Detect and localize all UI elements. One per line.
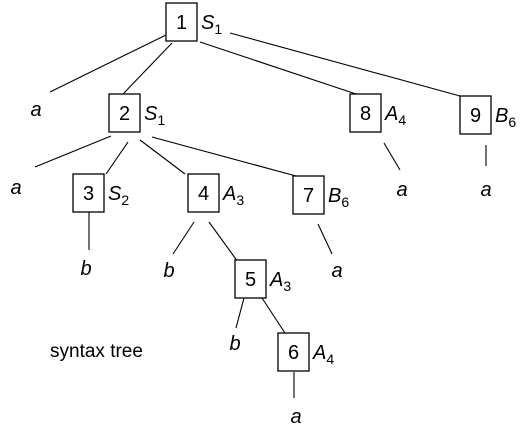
leaf-b-under-3: b	[80, 258, 91, 280]
tree-node-4: 4 A3	[187, 173, 244, 213]
node-box	[292, 175, 325, 215]
edge-2-4	[139, 139, 186, 175]
edge-5-leaf-b	[235, 297, 245, 329]
tree-node-3: 3 S2	[72, 173, 129, 213]
tree-node-6: 6 A4	[277, 332, 334, 372]
leaf-a-under-7: a	[331, 260, 342, 282]
node-box	[234, 259, 267, 299]
node-box	[277, 332, 310, 372]
edge-2-7	[151, 136, 297, 177]
tree-node-7: 7 B6	[292, 175, 349, 215]
edge-1-9	[229, 32, 461, 97]
edge-1-2	[122, 42, 173, 95]
leaf-a-under-1: a	[30, 99, 41, 121]
node-label: S1	[144, 103, 165, 128]
diagram-caption: syntax tree	[50, 341, 143, 362]
leaf-b-under-4: b	[163, 260, 174, 282]
leaf-a-under-8: a	[396, 179, 407, 201]
edge-8-leaf-a	[383, 142, 401, 171]
node-box	[349, 93, 382, 133]
node-number: 9	[470, 105, 481, 127]
leaf-a-under-9: a	[480, 179, 491, 201]
tree-node-5: 5 A3	[234, 259, 291, 299]
node-label: B6	[495, 105, 516, 130]
node-number: 5	[245, 269, 256, 291]
node-box	[165, 2, 198, 42]
node-box	[459, 95, 492, 135]
node-label: A3	[269, 269, 291, 294]
tree-node-1: 1 S1	[165, 2, 222, 42]
tree-node-2: 2 S1	[108, 93, 165, 133]
node-number: 3	[83, 183, 94, 205]
edge-2-3	[105, 141, 129, 175]
node-box	[72, 173, 105, 213]
leaf-b-under-5: b	[229, 333, 240, 355]
edge-5-6	[261, 297, 286, 334]
tree-edges	[34, 32, 487, 398]
edge-4-5	[208, 221, 239, 263]
tree-leaves: a a b b b a a a a	[10, 99, 491, 428]
tree-node-8: 8 A4	[349, 93, 406, 133]
node-box	[108, 93, 141, 133]
edge-2-leaf-a	[34, 135, 112, 168]
node-label: A3	[222, 183, 244, 208]
edge-4-leaf-b	[172, 221, 195, 255]
tree-node-9: 9 B6	[459, 95, 516, 135]
node-label: S2	[108, 183, 129, 208]
leaf-a-under-2: a	[10, 177, 21, 199]
node-box	[187, 173, 220, 213]
leaf-a-under-6: a	[290, 406, 301, 428]
node-number: 7	[303, 185, 314, 207]
node-number: 2	[119, 103, 130, 125]
edge-7-leaf-a	[317, 223, 333, 255]
edge-1-8	[199, 41, 357, 95]
node-number: 1	[176, 12, 187, 34]
node-label: A4	[384, 103, 406, 128]
node-label: B6	[328, 185, 349, 210]
node-label: A4	[312, 342, 334, 367]
node-number: 6	[288, 342, 299, 364]
edge-1-leaf-a	[49, 34, 167, 93]
node-number: 8	[360, 103, 371, 125]
node-number: 4	[198, 183, 209, 205]
node-label: S1	[201, 12, 222, 37]
